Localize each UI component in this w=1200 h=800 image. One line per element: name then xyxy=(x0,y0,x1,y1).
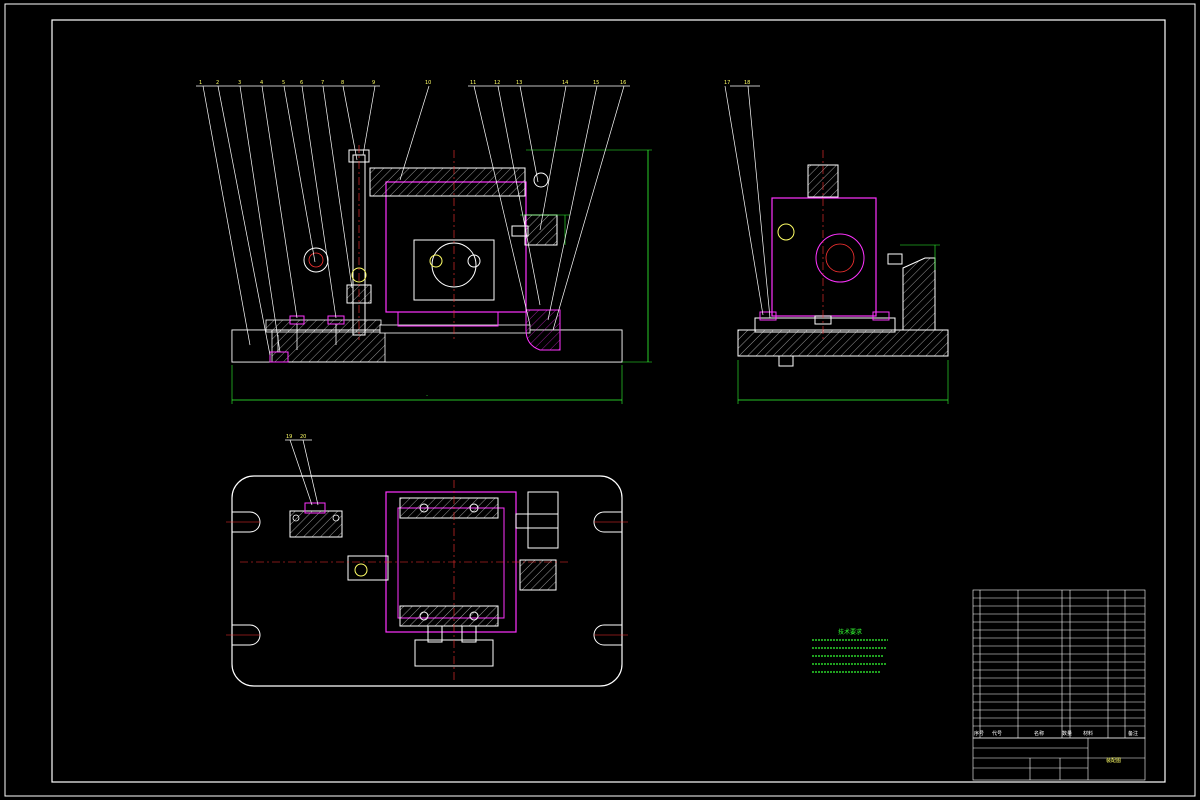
svg-text:装配图: 装配图 xyxy=(1106,757,1121,764)
svg-text:6: 6 xyxy=(300,80,303,86)
svg-text:20: 20 xyxy=(300,434,306,440)
side-base xyxy=(737,329,949,357)
svg-text:代号: 代号 xyxy=(992,730,1002,737)
outer-frame xyxy=(4,3,1196,797)
svg-text:19: 19 xyxy=(286,434,292,440)
clamp-beam xyxy=(369,167,526,197)
front-leader-labels: 1 2 3 4 5 6 7 8 9 10 11 12 13 14 15 16 xyxy=(199,80,626,86)
svg-text:15: 15 xyxy=(593,80,599,86)
front-view: - xyxy=(231,145,652,404)
svg-text:技术要求: 技术要求 xyxy=(838,628,862,636)
svg-text:备注: 备注 xyxy=(1128,730,1138,737)
svg-text:16: 16 xyxy=(620,80,626,86)
svg-text:12: 12 xyxy=(494,80,500,86)
svg-text:18: 18 xyxy=(744,80,750,86)
inner-frame xyxy=(51,19,1166,783)
svg-text:名称: 名称 xyxy=(1034,730,1044,737)
svg-text:-: - xyxy=(426,393,428,399)
top-view: 19 20 xyxy=(226,434,628,687)
front-leaders xyxy=(196,85,630,356)
svg-text:9: 9 xyxy=(372,80,375,86)
svg-text:11: 11 xyxy=(470,80,476,86)
svg-text:序号: 序号 xyxy=(974,730,984,737)
svg-text:13: 13 xyxy=(516,80,522,86)
svg-text:数量: 数量 xyxy=(1062,730,1072,737)
svg-text:1: 1 xyxy=(199,80,202,86)
workpiece-housing xyxy=(385,181,527,313)
svg-text:14: 14 xyxy=(562,80,568,86)
bom-table xyxy=(972,589,1146,781)
svg-text:4: 4 xyxy=(260,80,263,86)
technical-notes: 技术要求 xyxy=(812,628,888,673)
svg-text:17: 17 xyxy=(724,80,730,86)
svg-text:材料: 材料 xyxy=(1083,730,1093,737)
svg-text:10: 10 xyxy=(425,80,431,86)
svg-text:5: 5 xyxy=(282,80,285,86)
svg-text:3: 3 xyxy=(238,80,241,86)
top-base-outline xyxy=(231,475,623,687)
side-view: 17 18 xyxy=(724,80,949,404)
svg-text:2: 2 xyxy=(216,80,219,86)
bom-text: 序号 代号 名称 数量 材料 备注 装配图 xyxy=(974,730,1138,764)
svg-text:8: 8 xyxy=(341,80,344,86)
svg-text:7: 7 xyxy=(321,80,324,86)
